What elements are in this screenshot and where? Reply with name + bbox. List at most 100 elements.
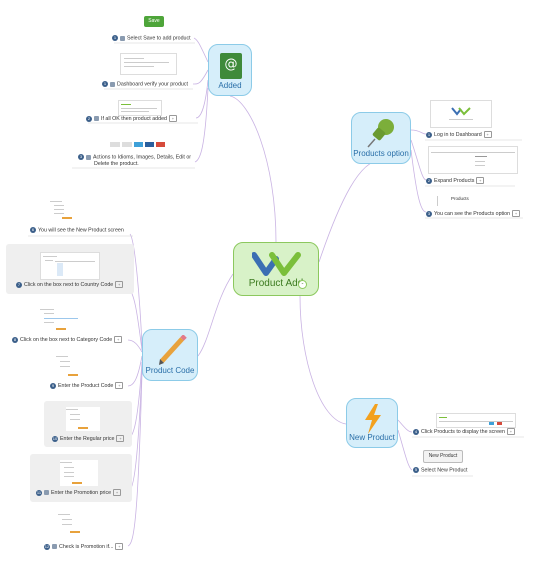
added-item-4-text2: Delete the product. bbox=[94, 161, 139, 168]
note-icon bbox=[120, 35, 125, 41]
product-code-item-6-text: You will see the New Product screen bbox=[38, 227, 124, 234]
product-code-item-12-text: Check is Promotion if... bbox=[59, 543, 114, 550]
new-product-button-image: New Product bbox=[423, 450, 463, 463]
central-topic[interactable]: Product Add - bbox=[233, 242, 319, 296]
topic-product-code-label: Product Code bbox=[145, 366, 195, 375]
note-icon bbox=[52, 544, 57, 549]
expand-products-screenshot bbox=[428, 146, 518, 174]
product-code-item-8-text: Click on the box next to Category Code bbox=[20, 336, 113, 343]
pushpin-icon bbox=[367, 119, 394, 148]
step-number: 6 bbox=[30, 227, 36, 233]
step-number: 11 bbox=[36, 489, 42, 496]
step-number: 3 bbox=[78, 154, 84, 160]
expand-button[interactable]: + bbox=[116, 435, 125, 442]
lightning-icon bbox=[365, 404, 381, 434]
product-code-item-12[interactable]: 12 Check is Promotion if...+ bbox=[44, 543, 124, 551]
note-icon bbox=[44, 490, 49, 495]
step-number: 8 bbox=[12, 336, 18, 343]
expand-button[interactable]: + bbox=[476, 177, 485, 184]
note-icon bbox=[86, 154, 91, 160]
login-screenshot bbox=[430, 100, 492, 128]
step-number: 3 bbox=[426, 210, 432, 217]
regular-price-screenshot bbox=[66, 407, 100, 431]
topic-new-product[interactable]: New Product bbox=[346, 398, 398, 448]
check-promotion-screenshot bbox=[58, 512, 94, 536]
dashboard-screenshot bbox=[120, 53, 177, 75]
category-code-screenshot bbox=[40, 307, 82, 331]
added-item-2-text: Dashboard verify your product bbox=[117, 81, 188, 88]
collapse-button[interactable]: - bbox=[298, 280, 307, 289]
added-item-4[interactable]: 3 Actions to Idioms, Images, Details, Edi… bbox=[78, 154, 191, 168]
products-screen-screenshot bbox=[436, 413, 516, 428]
step-number: 5 bbox=[413, 467, 419, 473]
expand-button[interactable]: + bbox=[512, 210, 521, 217]
step-number: 10 bbox=[52, 435, 58, 442]
topic-added-label: Added bbox=[218, 81, 242, 90]
topic-products-option[interactable]: Products option bbox=[351, 112, 411, 164]
new-product-item-2-text: Select New Product bbox=[421, 467, 468, 474]
central-title: Product Add bbox=[248, 278, 304, 289]
step-number: 7 bbox=[16, 281, 22, 288]
logo-icon bbox=[252, 252, 301, 276]
product-code-item-7-text: Click on the box next to Country Code bbox=[24, 281, 114, 288]
added-item-2[interactable]: 1 Dashboard verify your product bbox=[102, 81, 188, 88]
products-option-item-3-text: You can see the Products option bbox=[434, 210, 511, 217]
product-code-item-11-text: Enter the Promotion price bbox=[51, 489, 112, 496]
new-product-screen-screenshot bbox=[50, 199, 80, 221]
new-product-item-1-text: Click Products to display the screen bbox=[421, 428, 505, 435]
product-code-screenshot bbox=[56, 354, 90, 378]
note-icon bbox=[94, 116, 99, 121]
product-code-item-11[interactable]: 11 Enter the Promotion price+ bbox=[36, 489, 122, 497]
expand-button[interactable]: + bbox=[113, 489, 122, 496]
expand-button[interactable]: + bbox=[115, 382, 124, 389]
topic-products-option-label: Products option bbox=[353, 149, 409, 158]
address-book-icon: @ bbox=[220, 53, 242, 79]
expand-button[interactable]: + bbox=[483, 131, 492, 138]
save-button-image: Save bbox=[144, 16, 164, 27]
step-number: 12 bbox=[44, 543, 50, 550]
expand-button[interactable]: + bbox=[114, 336, 123, 343]
promotion-price-screenshot bbox=[60, 460, 98, 486]
added-item-4-text: Actions to Idioms, Images, Details, Edit… bbox=[93, 154, 192, 161]
topic-product-code[interactable]: Product Code bbox=[142, 329, 198, 381]
expand-button[interactable]: + bbox=[168, 115, 177, 122]
step-number: 9 bbox=[50, 382, 56, 389]
products-option-item-1-text: Log in to Dashboard bbox=[434, 131, 482, 138]
step-number: 4 bbox=[413, 428, 419, 435]
expand-button[interactable]: + bbox=[115, 281, 124, 288]
step-number: 1 bbox=[102, 81, 108, 87]
added-item-3[interactable]: 2 If all OK then product added+ bbox=[86, 115, 177, 123]
expand-button[interactable]: + bbox=[506, 428, 515, 435]
added-item-1[interactable]: 1 Select Save to add product bbox=[112, 35, 191, 42]
products-option-item-2-text: Expand Products bbox=[434, 177, 475, 184]
added-item-1-text: Select Save to add product bbox=[127, 35, 191, 42]
step-number: 1 bbox=[426, 131, 432, 138]
products-label: Products bbox=[451, 196, 469, 201]
product-added-screenshot bbox=[118, 100, 162, 116]
added-item-3-text: If all OK then product added bbox=[101, 115, 167, 122]
country-code-screenshot bbox=[40, 252, 100, 280]
pencil-icon bbox=[159, 335, 187, 365]
actions-buttons-screenshot bbox=[110, 137, 166, 151]
topic-new-product-label: New Product bbox=[349, 433, 395, 442]
step-number: 2 bbox=[86, 115, 92, 122]
note-icon bbox=[110, 81, 115, 87]
step-number: 1 bbox=[112, 35, 118, 41]
product-code-item-9-text: Enter the Product Code bbox=[58, 382, 114, 389]
expand-button[interactable]: + bbox=[115, 543, 124, 550]
topic-added[interactable]: @ Added bbox=[208, 44, 252, 96]
promotion-price-card[interactable]: 11 Enter the Promotion price+ bbox=[30, 454, 132, 502]
